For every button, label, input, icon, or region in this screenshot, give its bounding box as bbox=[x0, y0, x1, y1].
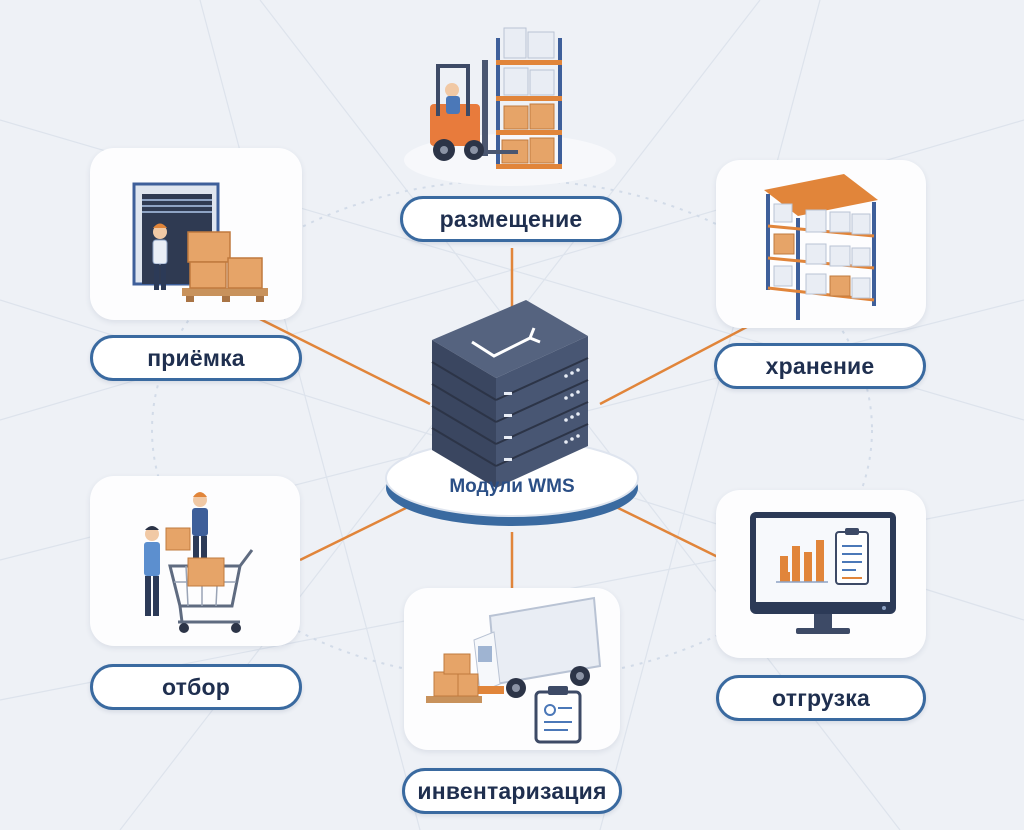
placement-label: размещение bbox=[400, 196, 622, 242]
inventory-card bbox=[404, 588, 620, 750]
receiving-label: приёмка bbox=[90, 335, 302, 381]
picking-card bbox=[90, 476, 300, 646]
server-rack-icon bbox=[385, 300, 639, 526]
receiving-card bbox=[90, 148, 302, 320]
loading-dock-icon bbox=[132, 182, 268, 302]
shipping-label: отгрузка bbox=[716, 675, 926, 721]
picking-label: отбор bbox=[90, 664, 302, 710]
monitor-report-icon bbox=[750, 512, 896, 634]
shipping-card bbox=[716, 490, 926, 658]
storage-card bbox=[716, 160, 926, 328]
truck-clipboard-icon bbox=[426, 596, 602, 744]
placement-card bbox=[402, 20, 618, 188]
inventory-label: инвентаризация bbox=[402, 768, 622, 814]
wms-hub: Модули WMS bbox=[380, 300, 644, 530]
storage-label: хранение bbox=[714, 343, 926, 389]
hub-label: Модули WMS bbox=[449, 476, 575, 497]
forklift-shelving-icon bbox=[404, 27, 616, 186]
shopping-cart-picking-icon bbox=[144, 492, 254, 633]
storage-rack-icon bbox=[764, 174, 878, 320]
